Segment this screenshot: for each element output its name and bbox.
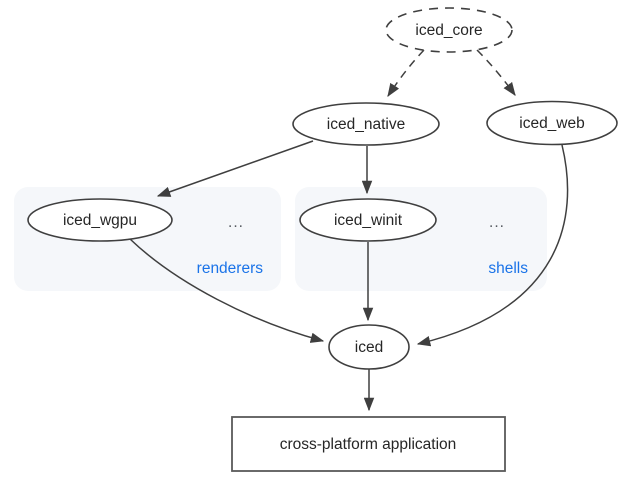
node-iced_winit-label: iced_winit: [334, 212, 403, 229]
edge-iced_native-to-iced_wgpu: [156, 140, 314, 197]
node-iced_core[interactable]: iced_core: [385, 7, 513, 53]
cluster-renderers-label: renderers: [197, 260, 264, 277]
node-iced_wgpu-label: iced_wgpu: [63, 212, 137, 229]
node-iced_wgpu-shape[interactable]: [27, 198, 173, 242]
node-iced_web-shape[interactable]: [486, 100, 618, 146]
node-application-label: cross-platform application: [280, 436, 457, 453]
cluster-shells-label: shells: [488, 260, 528, 277]
node-iced_native-label: iced_native: [327, 116, 405, 133]
node-iced_native[interactable]: iced_native: [292, 102, 440, 146]
edge-iced_core-to-iced_native: [387, 49, 425, 98]
node-iced_core-label: iced_core: [415, 22, 482, 39]
node-iced_wgpu[interactable]: iced_wgpu: [27, 198, 173, 242]
edge-group: [129, 49, 569, 412]
node-iced_web-label: iced_web: [519, 115, 585, 132]
node-iced_native-shape[interactable]: [292, 102, 440, 146]
edge-iced_core-to-iced_web: [476, 49, 516, 96]
node-application-shape[interactable]: [231, 416, 506, 472]
node-iced[interactable]: iced: [328, 324, 410, 370]
node-iced_core-shape[interactable]: [385, 7, 513, 53]
node-iced-label: iced: [355, 339, 383, 356]
cluster-renderers: ... renderers: [14, 187, 281, 291]
node-iced-shape[interactable]: [328, 324, 410, 370]
cluster-shells-ellipsis: ...: [489, 214, 505, 231]
node-iced_winit-shape[interactable]: [299, 198, 437, 242]
node-iced_web[interactable]: iced_web: [486, 100, 618, 146]
edge-iced_web-to-iced: [416, 144, 569, 347]
cluster-renderers-ellipsis: ...: [228, 214, 244, 231]
node-iced_winit[interactable]: iced_winit: [299, 198, 437, 242]
edge-iced_wgpu-to-iced: [129, 238, 325, 343]
node-application[interactable]: cross-platform application: [231, 416, 506, 472]
